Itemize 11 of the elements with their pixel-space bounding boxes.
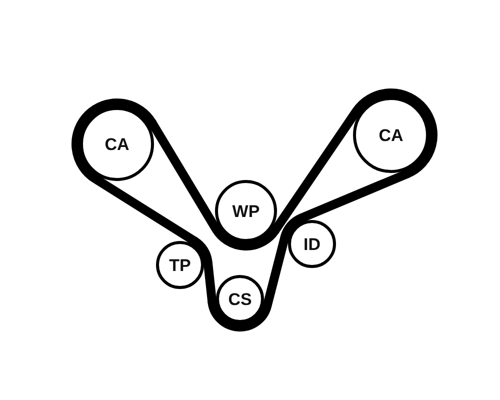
pulley (216, 275, 264, 323)
belt-segment (72, 98, 200, 246)
pulley-label: WP (232, 202, 260, 220)
pulley-label: TP (169, 256, 191, 274)
belt-segment (208, 232, 290, 332)
pulley-label: CS (228, 290, 252, 308)
pulley (288, 220, 336, 268)
pulley-label: CA (104, 136, 130, 152)
pulley (156, 241, 204, 289)
pulley-label: ID (304, 236, 320, 252)
pulley-label: CA (378, 126, 404, 144)
